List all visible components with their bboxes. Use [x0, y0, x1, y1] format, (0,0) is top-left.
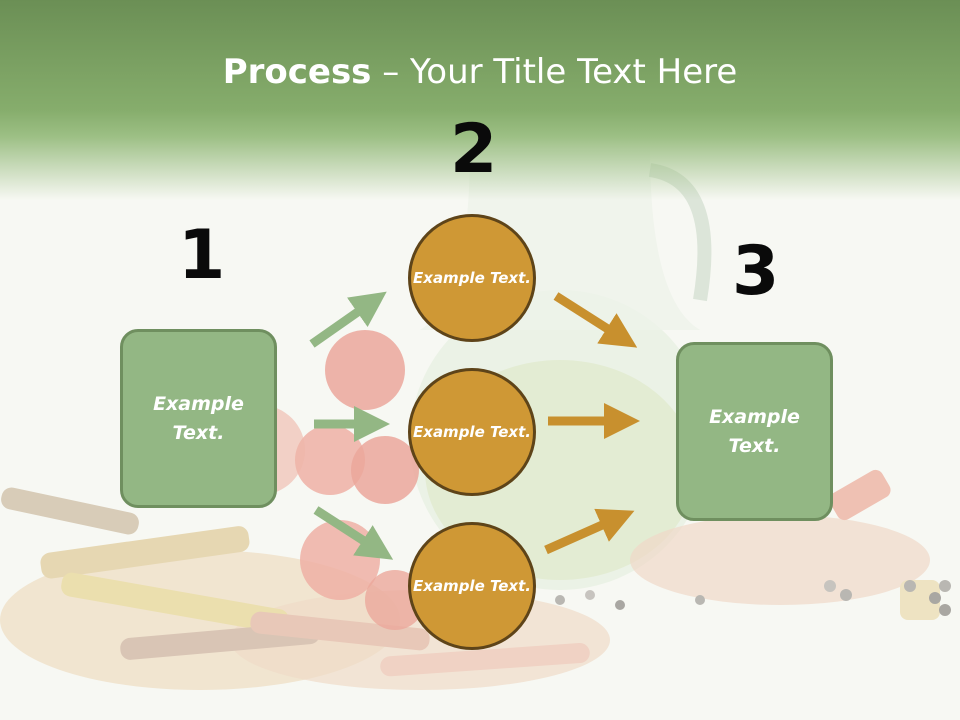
circle-top-text: Example Text.	[413, 268, 531, 287]
step-1-text: Example Text.	[153, 392, 244, 444]
step-3-box: Example Text.	[676, 342, 833, 521]
arrow-1-to-top	[309, 291, 387, 348]
slide-title: Process – Your Title Text Here	[0, 52, 960, 92]
title-rest: – Your Title Text Here	[371, 52, 738, 92]
title-strong: Process	[222, 52, 372, 92]
arrow-bottom-to-3	[544, 508, 635, 555]
arrow-1-to-bottom	[313, 506, 394, 560]
header-band	[0, 0, 960, 200]
step-number-2: 2	[450, 110, 498, 189]
step-2-circle-top: Example Text.	[408, 214, 536, 342]
step-number-1: 1	[178, 216, 226, 295]
step-number-3: 3	[732, 232, 780, 311]
step-3-text: Example Text.	[709, 405, 800, 457]
circle-bottom-text: Example Text.	[413, 576, 531, 595]
step-1-box: Example Text.	[120, 329, 277, 508]
circle-middle-text: Example Text.	[413, 422, 531, 441]
step-2-circle-bottom: Example Text.	[408, 522, 536, 650]
step-2-circle-middle: Example Text.	[408, 368, 536, 496]
arrow-top-to-3	[553, 292, 638, 348]
